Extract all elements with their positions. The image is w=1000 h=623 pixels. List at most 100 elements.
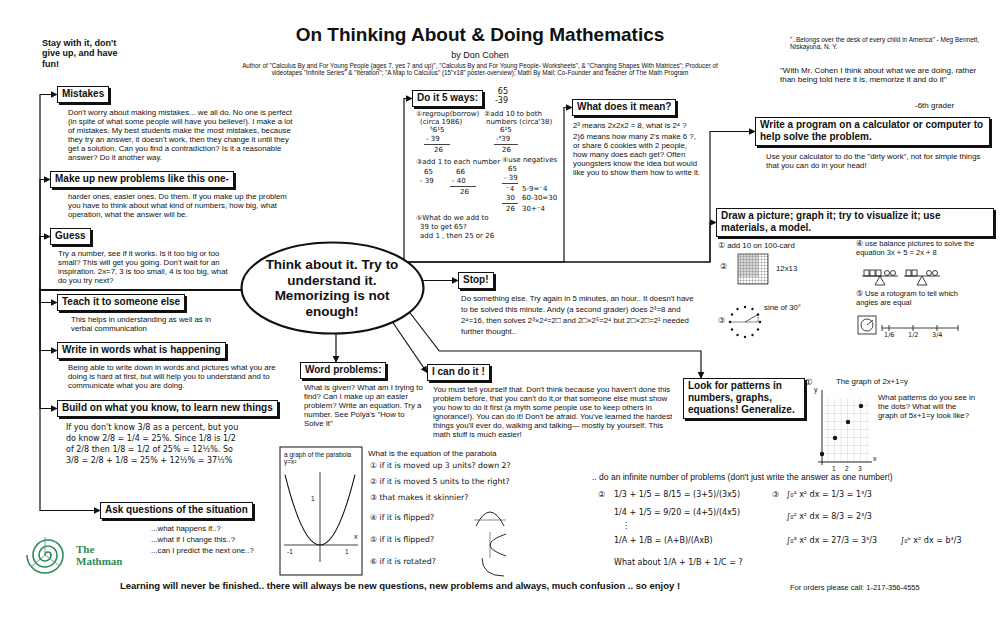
- student-quote: "With Mr. Cohen I think about what we ar…: [780, 66, 985, 84]
- worked-arithmetic: 26: [502, 146, 511, 154]
- callout-number: ②: [598, 490, 605, 499]
- topic-box: Build on what you know, to learn new thi…: [57, 400, 278, 417]
- topic-box: I can do it !You must tell yourself that…: [427, 364, 490, 381]
- arithmetic-underline: [494, 144, 518, 145]
- byline: by Don Cohen: [410, 50, 550, 60]
- central-message: Think about it. Try to understand it. Me…: [265, 257, 400, 319]
- box-heading: Build on what you know, to learn new thi…: [62, 402, 273, 414]
- worked-arithmetic: - 40: [452, 177, 466, 185]
- worked-arithmetic: ④use negatives: [502, 156, 557, 164]
- worked-arithmetic: 66: [456, 168, 465, 176]
- parabola-graph: [280, 447, 362, 575]
- box-body: What is given? What am I trying to find?…: [304, 383, 426, 428]
- box-body: Don't worry about making mistakes... we …: [68, 108, 296, 162]
- box-heading: What does it mean?: [577, 101, 671, 113]
- parabola-question: ① if it is moved up 3 units? down 2?: [370, 462, 511, 471]
- parabola-question: ⑤ if it is flipped?: [370, 536, 434, 545]
- rotogram: [858, 316, 876, 334]
- worked-arithmetic: - 39: [420, 177, 434, 185]
- topic-box: Do it 5 ways:65 -39: [412, 90, 483, 107]
- box-heading: Draw a picture; graph it; try to visuali…: [721, 210, 989, 234]
- box-body: harder ones, easier ones. Do them. If yo…: [68, 192, 293, 219]
- topic-box: Word problems:What is given? What am I t…: [300, 362, 386, 379]
- sine-circle: [731, 328, 733, 330]
- balance-picture: [906, 270, 911, 276]
- rotogram: [882, 325, 883, 331]
- graph-title: The graph of 2x+1=y: [836, 378, 908, 387]
- box-body: 2)6 means how many 2's make 6 ?, or shar…: [573, 132, 703, 177]
- sine-circle: [736, 334, 738, 336]
- box-body: Try a number, see if it works. Is it too…: [58, 249, 238, 285]
- graph-note: a graph of the parabola y=x²: [284, 451, 358, 466]
- sine-circle: [744, 336, 746, 338]
- worked-arithmetic: 39 to get 65?: [420, 223, 467, 231]
- arithmetic-underline: [450, 186, 476, 187]
- mathman-shell: [27, 537, 63, 573]
- axis-label: 1: [345, 548, 349, 555]
- picture-note: ⑤ Use a rotogram to tell which angles ar…: [856, 290, 982, 307]
- box-body: 2³ means 2x2x2 = 8, what is 2⁴ ?: [573, 121, 703, 130]
- closing-line: Learning will never be finished.. there …: [120, 580, 680, 591]
- math-example: What about 1/A + 1/B + 1/C = ?: [614, 558, 743, 567]
- box-heading: I can do it !: [432, 366, 485, 378]
- balance-picture: [864, 270, 869, 276]
- box-body: Being able to write down in words and pi…: [68, 363, 296, 390]
- balance-picture: [912, 270, 917, 276]
- box-body: ...what happens if..?: [151, 524, 221, 533]
- order-info: For orders please call: 1-217-356-4555: [790, 584, 920, 593]
- connector-arrow: [407, 223, 716, 263]
- callout-number: ①: [805, 378, 813, 388]
- worked-arithmetic: 26: [460, 188, 469, 196]
- pattern-graph: [859, 404, 863, 408]
- sine-circle: [730, 322, 760, 323]
- sine-circle: [744, 306, 746, 308]
- rotogram: [937, 325, 938, 331]
- pattern-note: .. do an infinite number of problems (do…: [592, 473, 893, 483]
- balance-picture: [876, 270, 881, 276]
- ellipse-outline: [241, 243, 423, 334]
- picture-note: sine of 30°: [764, 304, 801, 313]
- topic-box: Draw a picture; graph it; try to visuali…: [716, 208, 994, 237]
- worked-arithmetic: add 1 , then 25 or 26: [420, 232, 494, 240]
- axis-label: 1: [311, 495, 315, 502]
- parabola-graph: [285, 475, 355, 545]
- connector-arrow: [407, 132, 755, 263]
- mathman-shell: [45, 537, 46, 555]
- worked-arithmetic: ⁻4: [506, 185, 514, 193]
- sine-circle: [751, 308, 753, 310]
- mathman-shell: [45, 555, 60, 566]
- math-example: ⋮: [622, 521, 630, 530]
- worked-arithmetic: ③add 1 to each number: [416, 158, 500, 166]
- parabola-sketch: [476, 512, 504, 526]
- balance-picture: [875, 276, 885, 285]
- parabola-graph: [280, 447, 362, 575]
- topic-box: Ask questions of the situation...what ha…: [100, 502, 253, 519]
- hundred-card: [738, 254, 768, 284]
- topic-box: Write a program on a calculator or compu…: [755, 117, 990, 146]
- math-example: 1/3 + 1/5 = 8/15 = (3+5)/(3x5): [614, 490, 740, 499]
- box-body: Do something else. Try again in 5 minute…: [461, 293, 701, 337]
- pattern-graph: [833, 436, 837, 440]
- pattern-graph: [818, 390, 872, 465]
- balance-picture: [870, 270, 875, 276]
- fraction-label: 3/4: [932, 332, 942, 339]
- sine-circle: [758, 315, 759, 323]
- axis-label: x: [354, 533, 358, 541]
- fraction-label: 1/2: [908, 332, 918, 339]
- balance-picture: [927, 271, 932, 276]
- box-heading: Write a program on a calculator or compu…: [760, 119, 985, 143]
- mathman-shell: [31, 555, 45, 567]
- sine-circle: [745, 315, 758, 323]
- box-heading: Ask questions of the situation: [105, 504, 248, 516]
- parabola-sketch: [482, 558, 504, 576]
- topic-box: Make up new problems like this one-harde…: [50, 171, 234, 188]
- box-heading: Word problems:: [305, 364, 381, 376]
- worked-arithmetic: 60-30=30: [522, 194, 557, 202]
- math-example: 1/4 + 1/5 = 9/20 = (4+5)/(4x5): [614, 508, 740, 517]
- connector-arrow: [335, 333, 336, 362]
- parabola-question: ② if it is moved 5 units to the right?: [370, 478, 510, 487]
- connector-arrow: [407, 108, 572, 263]
- box-heading: Guess: [55, 230, 86, 242]
- worked-arithmetic: 5-9=⁻4: [522, 185, 547, 193]
- math-example: ∫₀¹ x² dx = 1/3 = 1³/3: [786, 490, 872, 499]
